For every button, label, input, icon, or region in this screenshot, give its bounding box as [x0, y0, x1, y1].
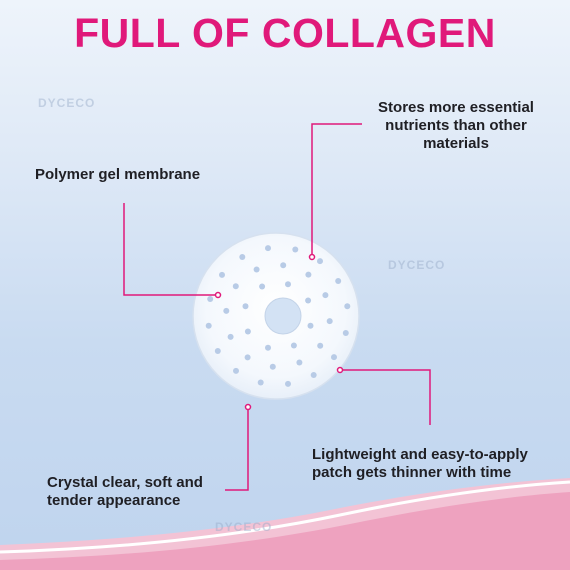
label-polymer-gel-membrane: Polymer gel membrane: [35, 166, 201, 183]
perforation-hole: [292, 246, 299, 253]
perforation-hole: [244, 328, 251, 335]
perforation-hole: [344, 303, 351, 310]
label-line: Crystal clear, soft and: [47, 474, 203, 491]
perforation-hole: [285, 380, 291, 387]
perforation-hole: [239, 254, 246, 260]
perforation-hole: [317, 258, 323, 265]
perforation-hole: [335, 278, 342, 284]
perforation-hole: [227, 333, 234, 340]
label-lightweight: Lightweight and easy-to-apply patch gets…: [312, 446, 528, 482]
label-line: nutrients than other: [385, 117, 527, 134]
perforation-hole: [317, 342, 324, 349]
perforation-hole: [305, 271, 312, 278]
perforation-hole: [307, 322, 314, 329]
callout-line-polymer: [123, 203, 218, 296]
perforation-hole: [305, 297, 312, 304]
perforation-hole: [207, 296, 214, 302]
perforation-hole: [233, 367, 239, 374]
perforation-hole: [223, 307, 230, 314]
callout-line-crystal: [225, 407, 249, 491]
perforation-hole: [326, 318, 333, 325]
label-line: tender appearance: [47, 492, 181, 509]
perforation-hole: [232, 283, 239, 290]
perforation-hole: [257, 379, 264, 386]
perforation-hole: [265, 245, 271, 252]
perforation-hole: [331, 354, 337, 361]
perforation-hole: [259, 283, 266, 290]
perforation-hole: [205, 322, 212, 329]
label-stores-nutrients: Stores more essential nutrients than oth…: [366, 99, 546, 153]
perforation-hole: [253, 266, 260, 273]
perforation-hole: [214, 348, 221, 354]
label-line: Lightweight and easy-to-apply: [312, 446, 528, 463]
watermark-text: DYCECO: [38, 96, 96, 110]
label-line: materials: [423, 135, 489, 152]
perforation-hole: [310, 372, 317, 378]
callout-line-stores: [311, 123, 362, 257]
perforation-hole: [244, 354, 251, 361]
perforation-hole: [219, 271, 225, 278]
label-line: patch gets thinner with time: [312, 464, 512, 481]
perforation-hole: [342, 330, 349, 336]
perforation-hole: [269, 363, 276, 370]
perforation-hole: [280, 262, 287, 269]
page-title: FULL OF COLLAGEN: [74, 10, 496, 56]
watermark-text: DYCECO: [215, 520, 273, 534]
perforation-hole: [322, 292, 329, 299]
perforation-hole: [290, 342, 297, 349]
perforation-hole: [285, 281, 291, 288]
callout-line-lightweight: [340, 369, 431, 425]
watermark-text: DYCECO: [388, 258, 446, 272]
perforation-hole: [242, 303, 249, 310]
label-line: Stores more essential: [378, 99, 534, 116]
perforation-hole: [265, 344, 271, 351]
label-crystal-clear: Crystal clear, soft and tender appearanc…: [47, 474, 203, 510]
perforation-hole: [296, 359, 303, 366]
